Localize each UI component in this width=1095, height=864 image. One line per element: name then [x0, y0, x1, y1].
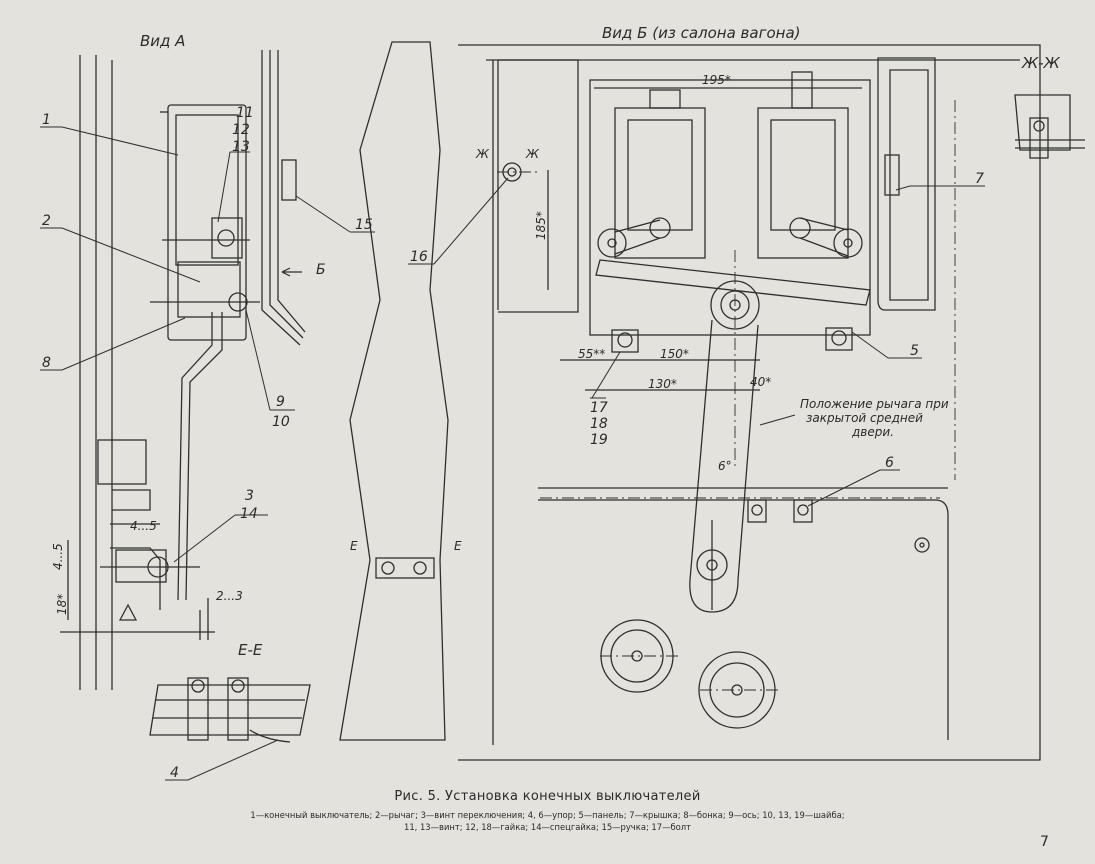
dim-40: 40* — [750, 375, 771, 389]
figure-caption-legend-line-1: 1—конечный выключатель; 2—рычаг; 3—винт … — [250, 810, 845, 820]
dim-130: 130* — [648, 377, 677, 391]
section-mark-e-right: Е — [454, 539, 462, 553]
callout-7: 7 — [975, 171, 984, 187]
section-marks: Ж Ж Е Е — [350, 147, 540, 553]
section-mark-e-left: Е — [350, 539, 358, 553]
callout-19: 19 — [590, 432, 608, 448]
callout-6: 6 — [885, 455, 894, 471]
lever-position-note: Положение рычага при закрытой средней дв… — [800, 397, 949, 439]
callout-2: 2 — [42, 213, 51, 229]
callout-3: 3 — [245, 488, 254, 504]
section-zh-title: Ж-Ж — [1021, 54, 1061, 72]
dim-195: 195* — [702, 73, 731, 87]
callout-4: 4 — [170, 765, 179, 781]
callout-1: 1 — [42, 112, 51, 128]
figure-caption-title: Рис. 5. Установка конечных выключателей — [394, 789, 701, 804]
section-e-e-drawing — [149, 677, 311, 743]
callout-13: 13 — [232, 139, 250, 155]
section-mark-zh-left: Ж — [475, 147, 490, 161]
callout-15: 15 — [355, 217, 373, 233]
section-zh-zh-drawing — [1014, 94, 1085, 159]
dim-185: 185* — [534, 211, 548, 240]
leader-lines — [40, 126, 985, 781]
callout-16: 16 — [410, 249, 428, 265]
callout-numbers: 1 2 3 4 5 6 7 8 9 10 11 12 13 14 15 16 1… — [42, 105, 984, 781]
section-mark-zh-right: Ж — [525, 147, 540, 161]
view-a-drawing — [60, 50, 306, 690]
dim-55: 55** — [578, 347, 605, 361]
dim-18: 18* — [55, 594, 69, 615]
callout-8: 8 — [42, 355, 51, 371]
dim-6deg: 6° — [718, 459, 732, 473]
callout-11: 11 — [236, 105, 254, 121]
dim-4-5-vertical: 4...5 — [51, 543, 65, 570]
section-e-title: Е-Е — [238, 641, 263, 659]
callout-17: 17 — [590, 400, 608, 416]
dim-4-5-horizontal: 4...5 — [130, 519, 157, 533]
centre-lines — [497, 100, 956, 691]
arrow-b-icon — [281, 267, 302, 277]
dim-150: 150* — [660, 347, 689, 361]
lever-note-line-1: Положение рычага при — [800, 397, 949, 411]
view-titles: Вид А Вид Б (из салона вагона) Ж-Ж Е-Е — [140, 24, 1061, 659]
page-number: 7 — [1040, 834, 1049, 850]
callout-10: 10 — [272, 414, 290, 430]
dim-2-3: 2...3 — [216, 589, 243, 603]
view-a-title: Вид А — [140, 32, 185, 50]
callout-12: 12 — [232, 122, 250, 138]
dimension-labels: 195* 185* 55** 150* 130* 40* 6° 4...5 4.… — [51, 73, 771, 615]
figure-caption-legend-line-2: 11, 13—винт; 12, 18—гайка; 14—спецгайка;… — [404, 822, 691, 832]
callout-9: 9 — [276, 394, 285, 410]
lever-note-line-2: закрытой средней — [806, 411, 923, 425]
callout-14: 14 — [240, 506, 258, 522]
arrow-b-label: Б — [316, 262, 326, 278]
callout-18: 18 — [590, 416, 608, 432]
view-b-title: Вид Б (из салона вагона) — [602, 24, 801, 42]
callout-5: 5 — [910, 343, 919, 359]
lever-note-line-3: двери. — [851, 425, 894, 439]
